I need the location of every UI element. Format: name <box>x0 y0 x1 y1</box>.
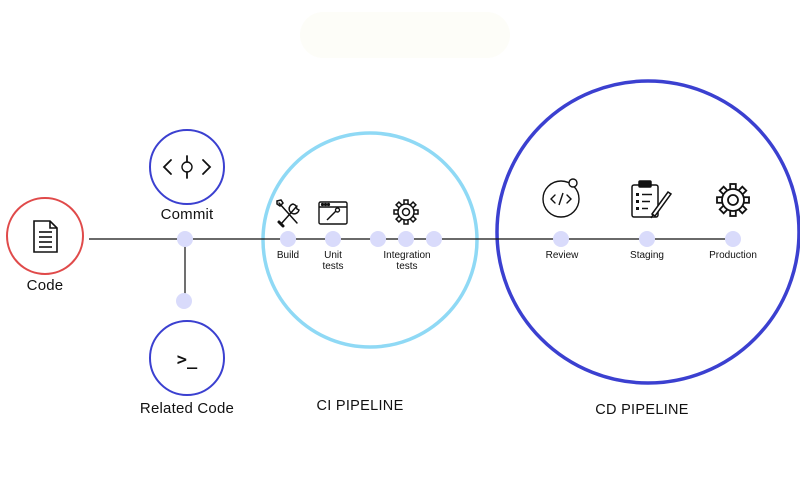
terminal-icon: >_ <box>176 350 198 370</box>
review-dot <box>553 231 569 247</box>
ci-pipeline-title: CI PIPELINE <box>316 398 404 414</box>
header-placeholder <box>300 12 510 58</box>
commit-label: Commit <box>160 206 214 223</box>
code-node[interactable] <box>6 197 84 275</box>
production-label: Production <box>709 250 757 261</box>
gear-icon <box>716 183 750 217</box>
related-code-dot <box>176 293 192 309</box>
commit-node[interactable] <box>149 129 225 205</box>
production-dot <box>725 231 741 247</box>
integration-tests-label: Integration tests <box>383 250 430 272</box>
unit-tests-line1: Unit <box>324 250 342 261</box>
staging-label: Staging <box>630 250 664 261</box>
ci-dot <box>426 231 442 247</box>
integration-tests-line1: Integration <box>383 250 431 261</box>
checklist-icon <box>631 180 673 219</box>
related-code-label: Related Code <box>139 400 235 417</box>
browser-window-icon <box>318 201 348 225</box>
related-code-node[interactable] <box>149 320 225 396</box>
stage-dots <box>176 231 741 309</box>
build-label: Build <box>276 250 300 261</box>
build-dot <box>280 231 296 247</box>
commit-icon <box>162 155 212 179</box>
tools-icon <box>276 199 300 228</box>
unit-tests-label: Unit tests <box>322 250 343 272</box>
cd-pipeline-circle <box>495 79 800 385</box>
unit-tests-line2: tests <box>322 261 344 272</box>
review-label: Review <box>545 250 579 261</box>
gear-icon <box>393 199 419 225</box>
commit-dot <box>177 231 193 247</box>
unit-tests-dot <box>325 231 341 247</box>
document-icon <box>33 220 58 253</box>
ci-dot <box>370 231 386 247</box>
code-label: Code <box>26 277 64 294</box>
integration-tests-dot <box>398 231 414 247</box>
staging-dot <box>639 231 655 247</box>
ci-pipeline-circle <box>261 131 479 349</box>
code-tag-icon <box>542 178 580 218</box>
integration-tests-line2: tests <box>396 261 418 272</box>
cd-pipeline-title: CD PIPELINE <box>595 402 689 418</box>
